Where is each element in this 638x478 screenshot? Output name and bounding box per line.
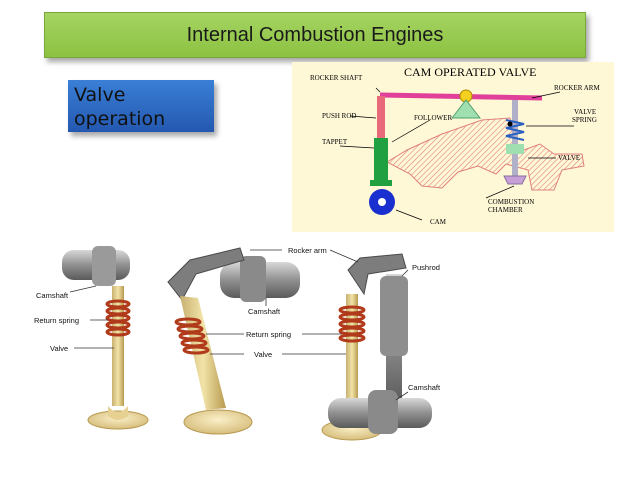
leader-lines — [339, 87, 574, 221]
label-tappet: TAPPET — [322, 138, 348, 146]
label-pushrod: Pushrod — [412, 263, 440, 272]
label-cam: CAM — [430, 218, 447, 226]
label-return-spring-mid: Return spring — [246, 330, 291, 339]
valve-guide — [506, 144, 524, 154]
right-return-spring — [338, 305, 366, 343]
cam-center — [378, 198, 386, 206]
spring-marker — [507, 121, 513, 127]
label-valve-spring-1: VALVE — [574, 108, 596, 116]
label-return-spring-left: Return spring — [34, 316, 79, 325]
label-valve: VALVE — [558, 154, 580, 162]
left-return-spring — [105, 299, 131, 337]
cam-operated-valve-diagram: CAM OPERATED VALVE ROCKER SHAFT ROCKER A… — [292, 62, 614, 232]
diagram-heading: CAM OPERATED VALVE — [404, 65, 536, 79]
tappet-base — [370, 180, 392, 186]
section-label-box: Valve operation — [68, 80, 214, 132]
middle-return-spring — [174, 317, 210, 355]
title-banner: Internal Combustion Engines — [44, 12, 586, 58]
label-valve-spring-2: SPRING — [572, 116, 597, 124]
label-rocker-shaft: ROCKER SHAFT — [310, 74, 363, 82]
label-camshaft-left: Camshaft — [36, 291, 69, 300]
illustration-svg: Camshaft Return spring Valve Rocker arm … — [34, 246, 441, 441]
rocker-support — [450, 99, 482, 119]
section-label-line1: Valve — [74, 84, 126, 106]
left-valve-assembly — [62, 246, 149, 430]
cam-diagram-svg: CAM OPERATED VALVE ROCKER SHAFT ROCKER A… — [310, 65, 600, 226]
label-camshaft-right: Camshaft — [408, 383, 441, 392]
valve-spring — [505, 119, 525, 141]
label-push-rod: PUSH ROD — [322, 112, 356, 120]
label-combustion-2: CHAMBER — [488, 206, 523, 214]
label-rocker-arm: ROCKER ARM — [554, 84, 600, 92]
illustration-leaders — [69, 249, 409, 401]
label-follower: FOLLOWER — [414, 114, 452, 122]
push-rod — [377, 96, 385, 138]
engine-block — [385, 117, 585, 191]
label-valve-mid: Valve — [254, 350, 272, 359]
label-rocker-arm-illus: Rocker arm — [288, 246, 327, 255]
label-camshaft-mid: Camshaft — [248, 307, 281, 316]
valve-mechanism-illustration: Camshaft Return spring Valve Rocker arm … — [30, 240, 450, 465]
page-title: Internal Combustion Engines — [186, 23, 444, 46]
label-combustion-1: COMBUSTION — [488, 198, 534, 206]
section-label-line2: operation — [74, 108, 166, 130]
middle-valve-assembly — [167, 247, 300, 435]
label-valve-left: Valve — [50, 344, 68, 353]
tappet — [374, 138, 388, 180]
valve-head — [503, 175, 527, 185]
right-valve-assembly — [321, 253, 432, 441]
